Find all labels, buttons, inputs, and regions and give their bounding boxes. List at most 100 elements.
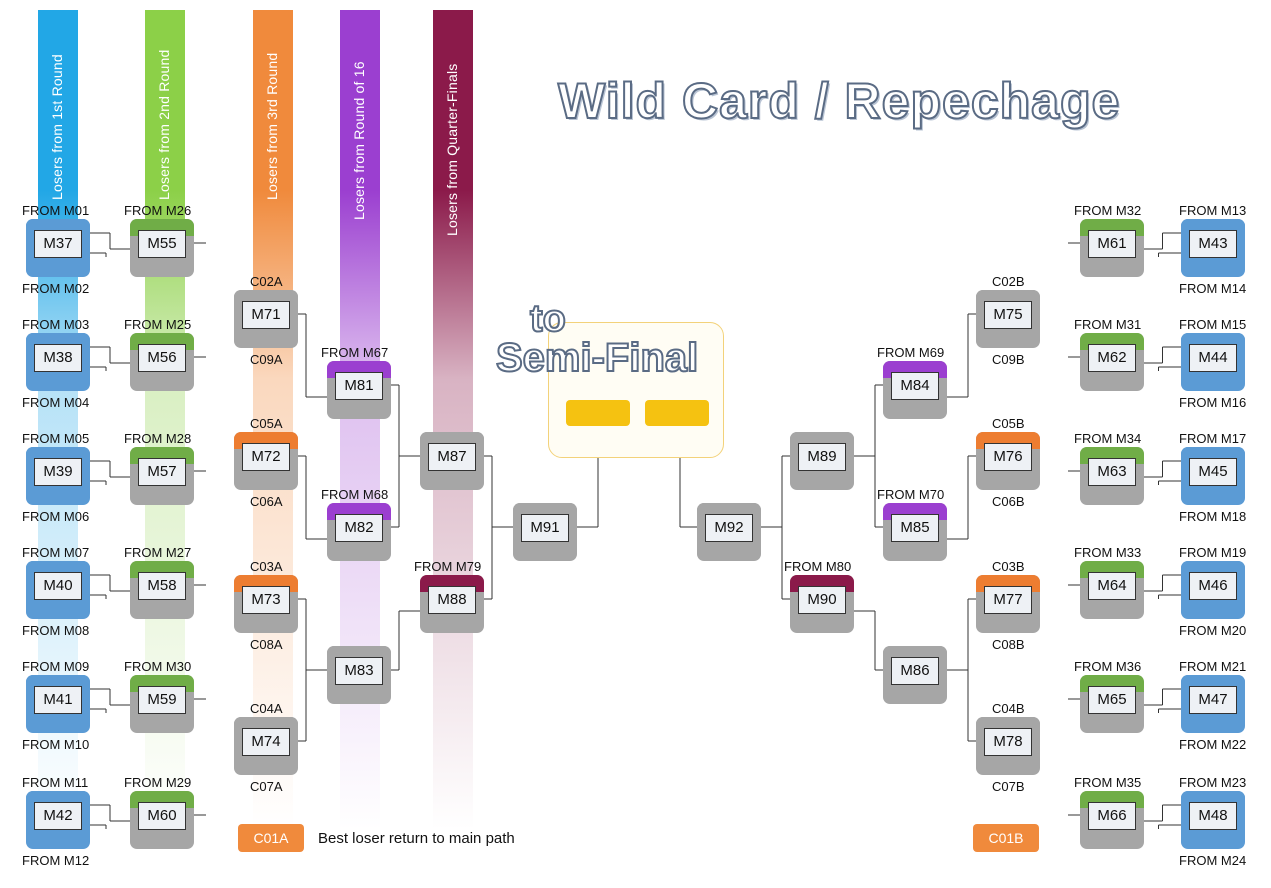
match-m86: M86 (883, 646, 947, 704)
label-below-m78: C07B (992, 779, 1025, 794)
match-m64: M64 (1080, 561, 1144, 619)
band-label-4: Losers from Round of 16 (351, 61, 367, 220)
match-id: M43 (1189, 230, 1237, 258)
match-m38: M38 (26, 333, 90, 391)
label-below-m39: FROM M06 (22, 509, 90, 524)
match-m46: M46 (1181, 561, 1245, 619)
label-above-m56: FROM M25 (124, 317, 192, 332)
band-label-2: Losers from 2nd Round (156, 49, 172, 200)
match-m88: M88 (420, 575, 484, 633)
match-m62: M62 (1080, 333, 1144, 391)
match-m75: M75 (976, 290, 1040, 348)
label-above-m43: FROM M13 (1179, 203, 1247, 218)
band-label-3: Losers from 3rd Round (264, 52, 280, 200)
label-above-m65: FROM M36 (1074, 659, 1142, 674)
match-id: M81 (335, 372, 383, 400)
match-id: M85 (891, 514, 939, 542)
match-id: M87 (428, 443, 476, 471)
match-m61: M61 (1080, 219, 1144, 277)
match-id: M78 (984, 728, 1032, 756)
match-id: M84 (891, 372, 939, 400)
label-below-m37: FROM M02 (22, 281, 90, 296)
label-above-m39: FROM M05 (22, 431, 90, 446)
label-above-m74: C04A (250, 701, 283, 716)
label-below-m76: C06B (992, 494, 1025, 509)
match-id: M71 (242, 301, 290, 329)
match-id: M86 (891, 657, 939, 685)
match-id: M83 (335, 657, 383, 685)
match-m60: M60 (130, 791, 194, 849)
match-id: M72 (242, 443, 290, 471)
match-m44: M44 (1181, 333, 1245, 391)
match-m56: M56 (130, 333, 194, 391)
match-id: M73 (242, 586, 290, 614)
label-below-m38: FROM M04 (22, 395, 90, 410)
label-above-m41: FROM M09 (22, 659, 90, 674)
match-m73: M73 (234, 575, 298, 633)
match-id: M82 (335, 514, 383, 542)
diagram-title: Wild Card / Repechage (557, 72, 1121, 130)
label-above-m40: FROM M07 (22, 545, 90, 560)
match-m59: M59 (130, 675, 194, 733)
match-m91: M91 (513, 503, 577, 561)
match-id: M75 (984, 301, 1032, 329)
label-above-m82: FROM M68 (321, 487, 389, 502)
label-below-m72: C06A (250, 494, 283, 509)
match-m83: M83 (327, 646, 391, 704)
match-id: M38 (34, 344, 82, 372)
match-id: M88 (428, 586, 476, 614)
label-below-m77: C08B (992, 637, 1025, 652)
match-id: M59 (138, 686, 186, 714)
semi-final-to-label: to (529, 298, 567, 340)
semi-final-label: Semi-Final (495, 335, 699, 381)
label-below-m71: C09A (250, 352, 283, 367)
label-below-m45: FROM M18 (1179, 509, 1247, 524)
band-label-1: Losers from 1st Round (49, 54, 65, 200)
match-id: M57 (138, 458, 186, 486)
label-below-m43: FROM M14 (1179, 281, 1247, 296)
label-above-m44: FROM M15 (1179, 317, 1247, 332)
label-below-m40: FROM M08 (22, 623, 90, 638)
label-below-m74: C07A (250, 779, 283, 794)
match-m87: M87 (420, 432, 484, 490)
label-above-m60: FROM M29 (124, 775, 192, 790)
match-id: M74 (242, 728, 290, 756)
match-id: M46 (1189, 572, 1237, 600)
label-above-m37: FROM M01 (22, 203, 90, 218)
match-m45: M45 (1181, 447, 1245, 505)
label-below-m46: FROM M20 (1179, 623, 1247, 638)
match-m81: M81 (327, 361, 391, 419)
semi-final-slot-left (566, 400, 630, 426)
match-id: M41 (34, 686, 82, 714)
match-id: M56 (138, 344, 186, 372)
match-m41: M41 (26, 675, 90, 733)
match-id: M39 (34, 458, 82, 486)
match-m39: M39 (26, 447, 90, 505)
match-m48: M48 (1181, 791, 1245, 849)
match-id: M42 (34, 802, 82, 830)
match-m58: M58 (130, 561, 194, 619)
match-id: M90 (798, 586, 846, 614)
label-below-m44: FROM M16 (1179, 395, 1247, 410)
label-above-m72: C05A (250, 416, 283, 431)
match-id: M76 (984, 443, 1032, 471)
match-id: M60 (138, 802, 186, 830)
label-above-m76: C05B (992, 416, 1025, 431)
match-m40: M40 (26, 561, 90, 619)
match-m55: M55 (130, 219, 194, 277)
label-above-m47: FROM M21 (1179, 659, 1247, 674)
label-above-m85: FROM M70 (877, 487, 945, 502)
label-above-m61: FROM M32 (1074, 203, 1142, 218)
match-m37: M37 (26, 219, 90, 277)
semi-final-panel (548, 322, 724, 458)
match-id: M64 (1088, 572, 1136, 600)
match-m71: M71 (234, 290, 298, 348)
match-id: M62 (1088, 344, 1136, 372)
label-below-m75: C09B (992, 352, 1025, 367)
label-above-m71: C02A (250, 274, 283, 289)
match-m74: M74 (234, 717, 298, 775)
label-above-m62: FROM M31 (1074, 317, 1142, 332)
match-m65: M65 (1080, 675, 1144, 733)
semi-final-slot-right (645, 400, 709, 426)
